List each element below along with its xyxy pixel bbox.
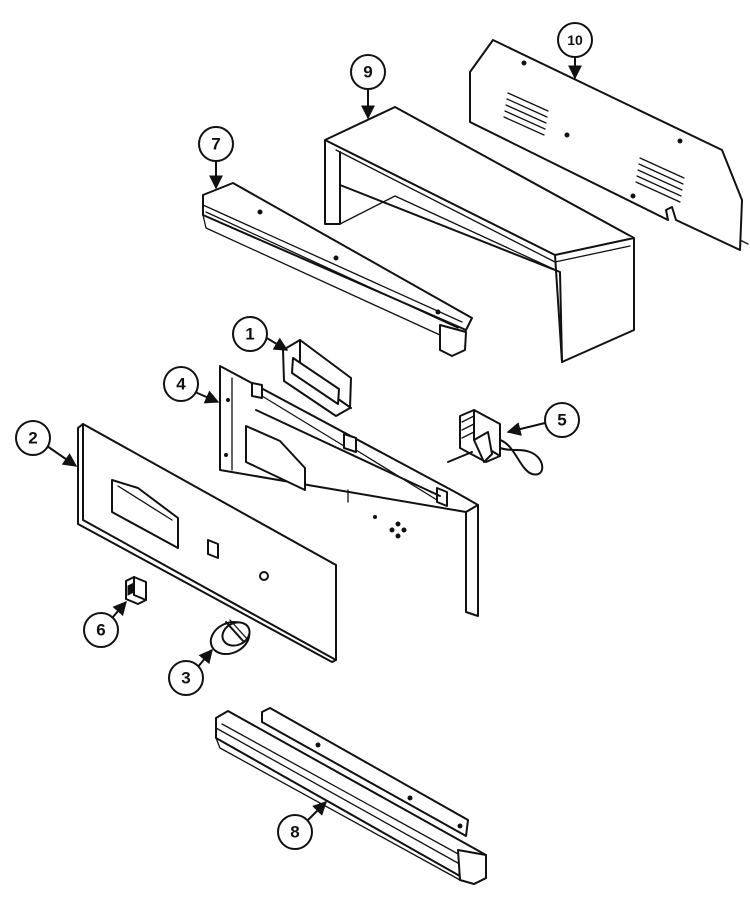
part-control-panel-face bbox=[77, 423, 337, 663]
svg-text:6: 6 bbox=[96, 621, 105, 640]
lower-trim-hole bbox=[457, 823, 463, 829]
callout-10: 10 bbox=[557, 22, 593, 80]
svg-text:9: 9 bbox=[363, 63, 372, 82]
trim-screw-hole bbox=[333, 255, 339, 261]
svg-text:3: 3 bbox=[181, 669, 190, 688]
part-control-knob bbox=[209, 619, 251, 656]
callout-2: 2 bbox=[15, 420, 78, 467]
backing-hole bbox=[401, 527, 407, 533]
backing-hole bbox=[224, 453, 228, 457]
backing-hole bbox=[226, 398, 230, 402]
lower-trim-hole bbox=[407, 795, 413, 801]
svg-text:10: 10 bbox=[567, 32, 583, 48]
callout-9: 9 bbox=[350, 54, 386, 120]
rear-panel-hole bbox=[630, 193, 636, 199]
rear-panel-hole bbox=[521, 60, 527, 66]
callout-3: 3 bbox=[168, 648, 213, 696]
callout-4: 4 bbox=[163, 366, 220, 404]
rear-panel-vents-lower bbox=[635, 157, 685, 203]
part-fan-motor bbox=[447, 409, 544, 476]
trim-screw-hole bbox=[435, 309, 441, 315]
panel-knob-hole bbox=[259, 571, 269, 581]
part-backing-plate bbox=[219, 365, 479, 617]
svg-text:2: 2 bbox=[28, 429, 37, 448]
svg-text:4: 4 bbox=[176, 375, 186, 394]
callout-6: 6 bbox=[83, 600, 127, 648]
rear-panel-hole bbox=[677, 138, 683, 144]
backing-hole bbox=[389, 527, 395, 533]
backing-hole bbox=[373, 515, 377, 519]
lower-trim-hole bbox=[315, 742, 321, 748]
trim-screw-hole bbox=[257, 209, 263, 215]
part-clock-module bbox=[282, 339, 352, 417]
part-lower-trim bbox=[215, 707, 487, 885]
callout-5: 5 bbox=[506, 402, 580, 438]
part-control-housing bbox=[324, 106, 635, 363]
svg-text:7: 7 bbox=[211, 135, 220, 154]
backing-hole bbox=[395, 521, 401, 527]
svg-text:5: 5 bbox=[557, 411, 566, 430]
rear-panel-vents-upper bbox=[503, 92, 549, 136]
part-rear-panel bbox=[469, 39, 749, 251]
callout-8: 8 bbox=[277, 801, 327, 850]
callout-7: 7 bbox=[198, 126, 234, 190]
svg-text:8: 8 bbox=[290, 823, 299, 842]
part-upper-trim bbox=[202, 182, 473, 357]
part-rocker-switch bbox=[125, 576, 147, 605]
backing-hole bbox=[395, 533, 401, 539]
callout-1: 1 bbox=[232, 316, 289, 352]
rear-panel-hole bbox=[564, 132, 570, 138]
svg-text:1: 1 bbox=[245, 325, 254, 344]
